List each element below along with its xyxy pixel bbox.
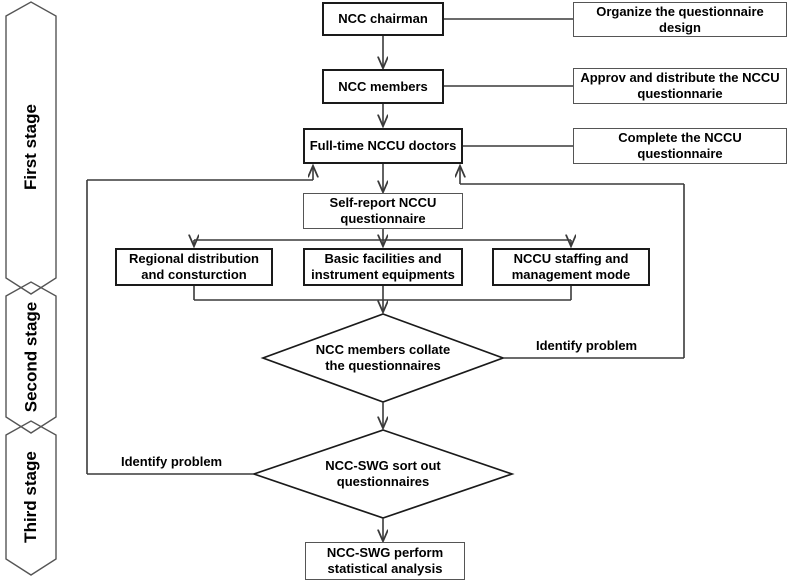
node-complete-questionnaire[interactable]: Complete the NCCU questionnaire (573, 128, 787, 164)
stage-banner-second: Second stage (6, 296, 56, 417)
node-nccu-staffing-label: NCCU staffing and management mode (511, 251, 631, 282)
node-basic-facilities-label: Basic facilities and instrument equipmen… (311, 251, 455, 282)
stage-label-second: Second stage (21, 301, 41, 412)
edge-label-identify-problem-right: Identify problem (536, 338, 638, 353)
node-ncc-members[interactable]: NCC members (322, 69, 444, 104)
stage-banner-first: First stage (6, 16, 56, 278)
node-approve-distribute[interactable]: Approv and distribute the NCCU questionn… (573, 68, 787, 104)
node-approve-distribute-label: Approv and distribute the NCCU questionn… (580, 70, 780, 101)
stage-label-first: First stage (21, 104, 41, 190)
stage-banner-third: Third stage (6, 435, 56, 559)
node-ncc-members-label: NCC members (338, 78, 428, 94)
node-nccu-staffing[interactable]: NCCU staffing and management mode (492, 248, 650, 286)
node-statistical-analysis-label: NCC-SWG perform statistical analysis (326, 545, 444, 576)
node-regional-distribution[interactable]: Regional distribution and consturction (115, 248, 273, 286)
node-regional-distribution-label: Regional distribution and consturction (129, 251, 259, 282)
node-ncc-chairman[interactable]: NCC chairman (322, 2, 444, 36)
node-ncc-chairman-label: NCC chairman (338, 11, 428, 27)
edge-label-identify-problem-left: Identify problem (121, 454, 223, 469)
node-sort-out-questionnaires-label: NCC-SWG sort out questionnaires (325, 458, 441, 489)
node-self-report-questionnaire-label: Self-report NCCU questionnaire (329, 195, 437, 226)
stage-chevron-third (5, 420, 57, 576)
stage-chevron-first (5, 1, 57, 295)
node-basic-facilities[interactable]: Basic facilities and instrument equipmen… (303, 248, 463, 286)
node-complete-questionnaire-label: Complete the NCCU questionnaire (618, 130, 742, 161)
stage-label-third: Third stage (21, 451, 40, 543)
node-fulltime-nccu-doctors[interactable]: Full-time NCCU doctors (303, 128, 463, 164)
node-self-report-questionnaire[interactable]: Self-report NCCU questionnaire (303, 193, 463, 229)
stage-chevron-second (5, 281, 57, 434)
node-fulltime-nccu-doctors-label: Full-time NCCU doctors (309, 138, 457, 154)
node-sort-out-questionnaires[interactable]: NCC-SWG sort out questionnaires (303, 452, 463, 496)
node-statistical-analysis[interactable]: NCC-SWG perform statistical analysis (305, 542, 465, 580)
node-collate-questionnaires[interactable]: NCC members collate the questionnaires (311, 328, 455, 388)
node-organize-design-label: Organize the questionnaire design (596, 3, 764, 35)
node-organize-design[interactable]: Organize the questionnaire design (573, 2, 787, 37)
node-collate-questionnaires-label: NCC members collate the questionnaires (315, 342, 451, 373)
